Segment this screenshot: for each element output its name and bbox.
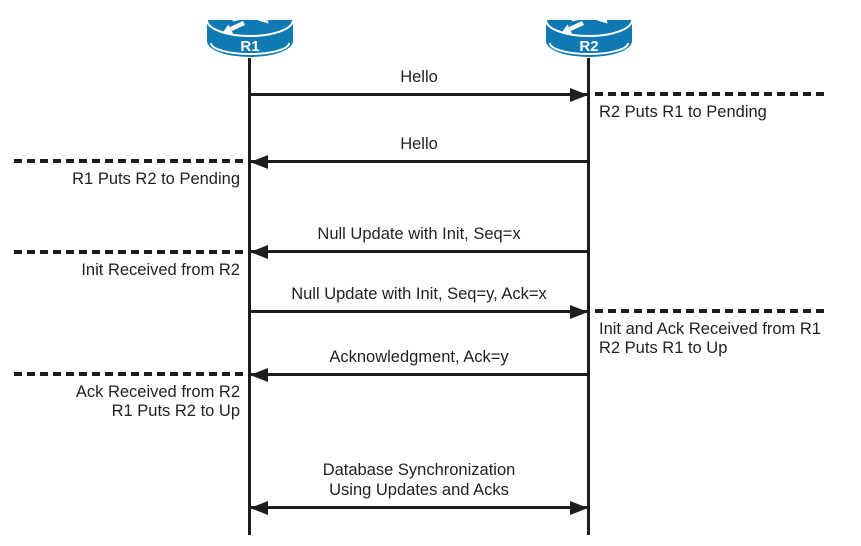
router-r2: R2 — [545, 3, 633, 61]
annotation-text: R2 Puts R1 to Pending — [599, 103, 767, 121]
arrowhead-left — [250, 500, 268, 515]
annotation-text-line: Ack Received from R2 — [75, 383, 240, 401]
annotation-init-received-from-r2: Init Received from R2 — [14, 250, 243, 280]
message-label: Database Synchronization Using Updates a… — [251, 460, 587, 500]
annotation-text: Ack Received from R2 R1 Puts R2 to Up — [14, 383, 243, 421]
arrowhead-left — [250, 244, 268, 259]
annotation-text: Init Received from R2 — [81, 261, 240, 279]
router-r1: R1 — [206, 3, 294, 61]
annotation-text: Init and Ack Received from R1 R2 Puts R1… — [595, 320, 824, 358]
message-label: Hello — [400, 135, 438, 153]
message-null-update-init-seq-y-ack-x: Null Update with Init, Seq=y, Ack=x — [251, 285, 588, 319]
dashed-line — [14, 159, 243, 163]
router-label: R1 — [240, 38, 259, 55]
dashed-line — [14, 250, 243, 254]
message-hello-r1-to-r2: Hello — [251, 68, 588, 102]
message-label-line: Using Updates and Acks — [329, 481, 509, 499]
r1-lifeline — [248, 58, 251, 535]
router-arrows-icon — [553, 6, 624, 35]
router-icon: R1 — [206, 3, 294, 57]
message-hello-r2-to-r1: Hello — [250, 135, 587, 169]
arrowhead-right — [570, 304, 588, 319]
arrowhead-right — [570, 500, 588, 515]
annotation-text: R1 Puts R2 to Pending — [72, 170, 240, 188]
annotation-r1-puts-r2-to-pending: R1 Puts R2 to Pending — [14, 159, 243, 189]
dashed-line — [14, 372, 243, 376]
message-label: Acknowledgment, Ack=y — [329, 348, 509, 366]
annotation-text-line: R2 Puts R1 to Up — [599, 339, 728, 357]
dashed-line — [595, 92, 824, 96]
message-acknowledgment-ack-y: Acknowledgment, Ack=y — [250, 348, 587, 382]
annotation-r2-puts-r1-to-pending: R2 Puts R1 to Pending — [595, 92, 824, 122]
arrowhead-left — [250, 154, 268, 169]
message-label: Null Update with Init, Seq=y, Ack=x — [291, 285, 547, 303]
annotation-text-line: Init and Ack Received from R1 — [599, 320, 821, 338]
message-null-update-init-seq-x: Null Update with Init, Seq=x — [250, 225, 587, 259]
router-icon: R2 — [545, 3, 633, 57]
annotation-text-line: R1 Puts R2 to Up — [111, 402, 240, 420]
message-label: Hello — [400, 68, 438, 86]
message-label: Null Update with Init, Seq=x — [317, 225, 521, 243]
annotation-init-and-ack-received-from-r1: Init and Ack Received from R1 R2 Puts R1… — [595, 309, 824, 358]
r2-lifeline — [587, 58, 590, 535]
dashed-line — [595, 309, 824, 313]
router-arrows-icon — [214, 6, 285, 35]
message-label-line: Database Synchronization — [322, 461, 516, 479]
arrowhead-left — [250, 367, 268, 382]
arrowhead-right — [570, 87, 588, 102]
annotation-ack-received-from-r2: Ack Received from R2 R1 Puts R2 to Up — [14, 372, 243, 421]
message-database-synchronization: Database Synchronization Using Updates a… — [250, 461, 588, 515]
router-label: R2 — [579, 38, 598, 55]
